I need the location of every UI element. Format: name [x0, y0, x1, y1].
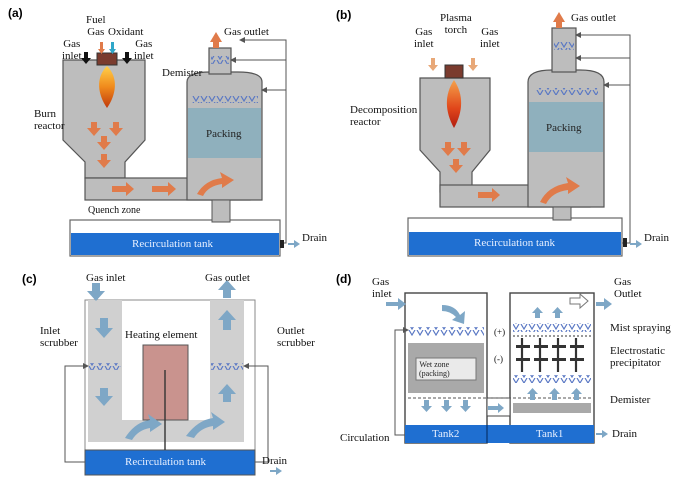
packing-a-label: Packing [206, 128, 242, 140]
spray-nozzles-c-left [89, 363, 121, 370]
plasma-torch-head [444, 64, 464, 79]
burn-reactor-label: Burn reactor [34, 108, 65, 132]
spray-nozzles-a [192, 96, 258, 103]
spray-nozzles-c-right [211, 363, 243, 370]
esp-plates [516, 345, 584, 361]
flow-arrows-d [386, 298, 612, 413]
gas-outlet-b-label: Gas outlet [571, 12, 616, 24]
drain-leg-a [211, 199, 231, 223]
burner-head-a [96, 52, 118, 66]
inlet-arrows-b [428, 58, 478, 71]
inlet-arrows-a [81, 52, 132, 64]
recirculation-tank-b-water [409, 232, 621, 255]
spray-nozzles-d-right [513, 323, 591, 332]
recirculation-tank-a-water [71, 233, 279, 255]
panel-c-tag: (c) [22, 272, 37, 286]
quench-zone-label: Quench zone [88, 205, 141, 216]
panel-a-tag: (a) [8, 6, 23, 20]
electrostatic-precipitator-label: Electrostatic precipitator [610, 345, 665, 369]
demister-bar-d [513, 403, 591, 413]
drain-b-label: Drain [644, 232, 670, 244]
packing-b-label: Packing [546, 122, 582, 134]
demister-d-label: Demister [610, 394, 651, 406]
drain-a-label: Drain [302, 232, 328, 244]
drain-arrow-c [270, 467, 282, 475]
tank2-label: Tank2 [432, 428, 460, 440]
fuel-gas-label: Fuel Gas [86, 14, 106, 38]
panel-a [62, 32, 300, 257]
recirculation-tank-c-label: Recirculation tank [125, 456, 206, 468]
gas-inlet-left-b-label: Gas inlet [414, 26, 434, 50]
tank-band-d [405, 425, 594, 443]
recirc-line-c2 [243, 363, 269, 463]
flow-arrows-c [87, 280, 236, 440]
packing-bed-a [188, 108, 261, 158]
drain-c-label: Drain [262, 455, 288, 467]
plasma-torch-label: Plasma torch [440, 12, 472, 36]
flow-arrows-b [441, 12, 580, 204]
spray-nozzles-b [536, 88, 598, 95]
circulation-line-d [394, 327, 409, 436]
demister-a-label: Demister [162, 67, 203, 79]
panel-c [64, 280, 282, 476]
recirculation-tank-b-label: Recirculation tank [474, 237, 555, 249]
drain-arrow-d [596, 430, 608, 438]
recirc-line-c [64, 363, 89, 463]
panel-d [386, 292, 612, 444]
decomposition-reactor-label: Decomposition reactor [350, 104, 418, 128]
gas-outlet-a-label: Gas outlet [224, 26, 269, 38]
wet-zone-label: Wet zone (packing) [419, 360, 450, 378]
demister-pad-b [554, 42, 574, 50]
panel-b [407, 12, 642, 257]
packing-bed-b [529, 102, 603, 152]
gas-inlet-d-label: Gas inlet [372, 276, 392, 300]
gas-inlet-c-label: Gas inlet [86, 272, 126, 284]
minus-sign-label: (-) [494, 354, 503, 364]
recirculation-tank-a-label: Recirculation tank [132, 238, 213, 250]
drain-arrow-b [630, 240, 642, 248]
gas-inlet-right-b-label: Gas inlet [480, 26, 500, 50]
drain-leg-b [552, 206, 572, 221]
mist-spraying-label: Mist spraying [610, 322, 671, 334]
drain-arrow-a [288, 240, 300, 248]
gas-inlet-left-a-label: Gas inlet [62, 38, 82, 62]
heating-element-label: Heating element [125, 329, 198, 341]
outlet-scrubber-label: Outlet scrubber [277, 325, 315, 349]
flow-arrows-a [87, 32, 234, 196]
plasma-jet-icon [446, 80, 462, 128]
circulation-label: Circulation [340, 432, 390, 444]
gas-outlet-c-label: Gas outlet [205, 272, 250, 284]
gas-inlet-right-a-label: Gas inlet [134, 38, 154, 62]
drain-d-label: Drain [612, 428, 638, 440]
drain-valve-a [280, 240, 284, 248]
inlet-scrubber-label: Inlet scrubber [40, 325, 78, 349]
spray-nozzles-d-left [408, 327, 484, 336]
outline-outlet-arrow-d [569, 292, 589, 310]
spray-nozzles-d-lower [513, 375, 591, 383]
fuel-oxidant-arrows-a [98, 42, 116, 54]
oxidant-label: Oxidant [108, 26, 144, 38]
esp-electrodes [520, 338, 578, 372]
esp-section-housing [509, 292, 595, 444]
panel-b-tag: (b) [336, 8, 352, 22]
plus-sign-label: (+) [494, 327, 506, 337]
demister-pad-a [211, 56, 229, 64]
gas-outlet-d-label: Gas Outlet [614, 276, 642, 300]
flame-icon [99, 66, 115, 108]
panel-d-tag: (d) [336, 272, 352, 286]
wet-zone-label-bg [415, 357, 477, 381]
tank1-label: Tank1 [536, 428, 564, 440]
drain-valve-b [623, 238, 627, 247]
